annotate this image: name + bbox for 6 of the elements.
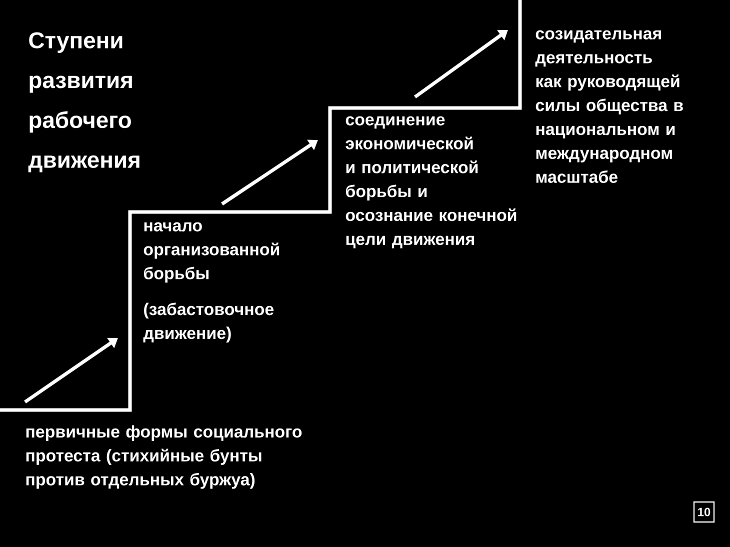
- step-text: начало организованной борьбы (забастовочное движение): [143, 222, 280, 342]
- step-text: соединение экономической и политической борьбы и осознание конечной цели движения: [346, 116, 516, 248]
- page-number: 10: [693, 501, 715, 523]
- step-text: созидательная деятельность как руководящей силы общества в национальном и международном масштабе: [535, 30, 683, 183]
- step-text: первичные формы социального протеста (стихийные бунты против отдельных буржуа): [26, 425, 302, 489]
- title: Ступени развития рабочего движения: [28, 32, 140, 172]
